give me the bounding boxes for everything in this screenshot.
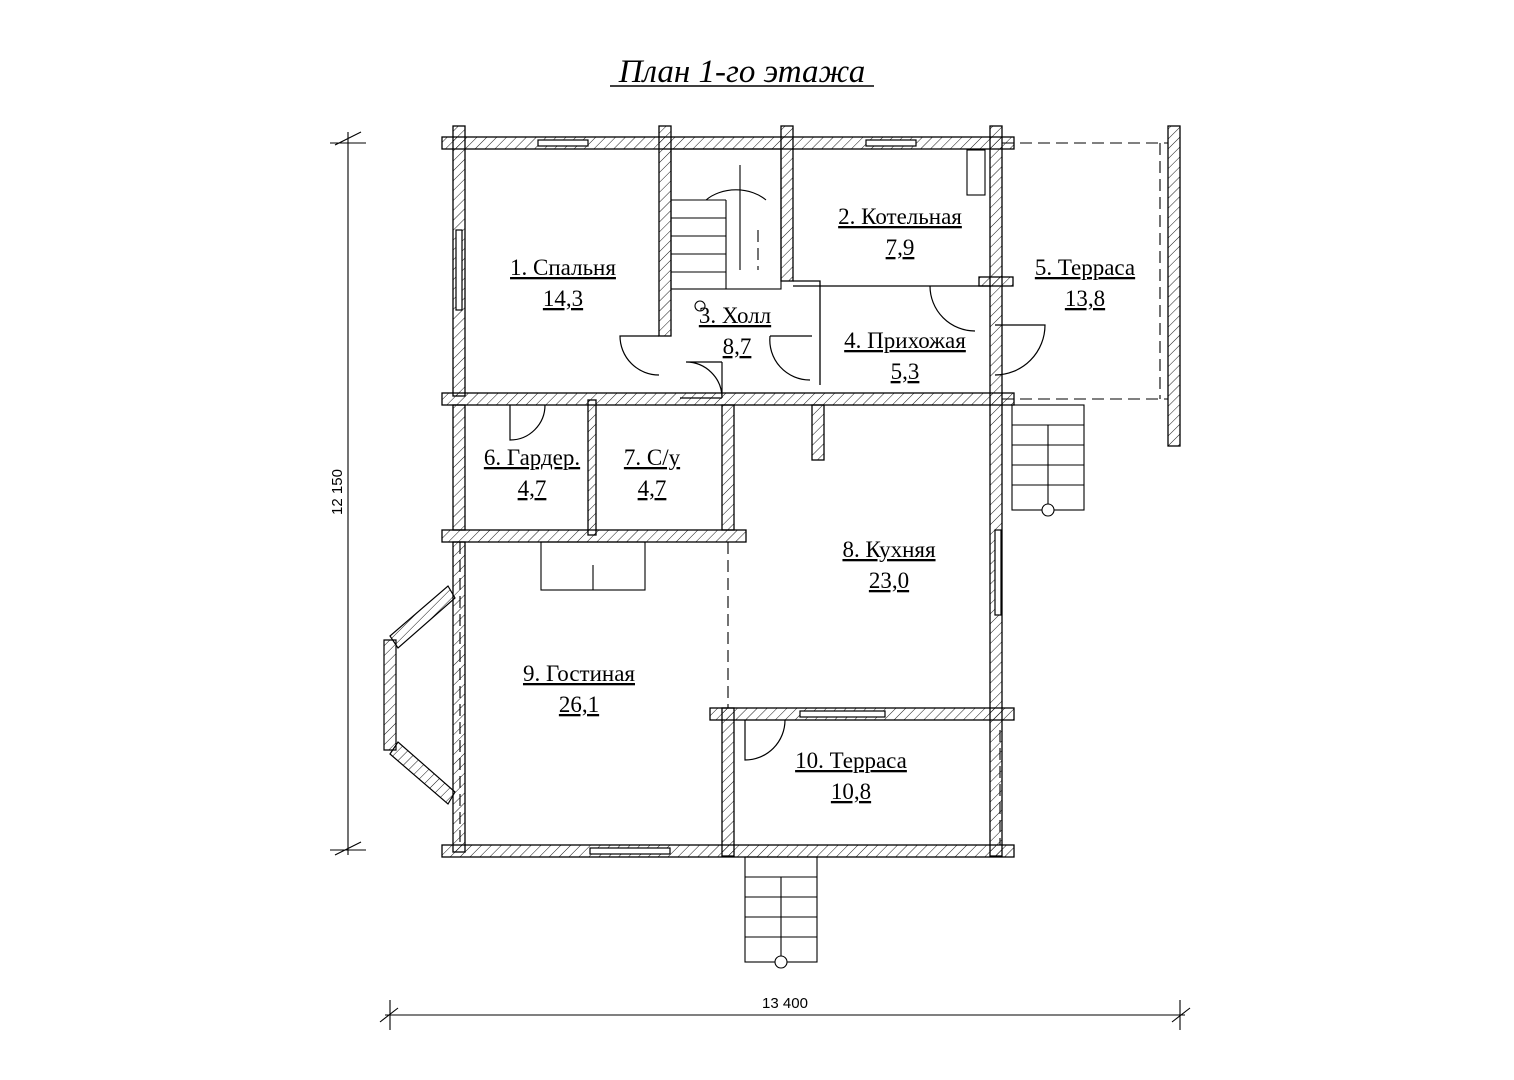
room-label-terrace-2: 10. Терраса <box>795 748 907 773</box>
thin-walls <box>680 280 990 399</box>
room-labels: 1. Спальня 14,3 2. Котельная 7,9 3. Холл… <box>484 204 1135 804</box>
room-area-terrace-2: 10,8 <box>831 779 871 804</box>
room-label-boiler-room: 2. Котельная <box>838 204 962 229</box>
plan-title: План 1-го этажа <box>618 54 865 90</box>
room-area-hall: 8,7 <box>723 334 752 359</box>
room-area-boiler-room: 7,9 <box>886 235 915 260</box>
fixtures <box>540 149 986 591</box>
dashed-lines <box>459 142 1168 845</box>
room-label-terrace-1: 5. Терраса <box>1035 255 1135 280</box>
room-label-kitchen: 8. Кухняя <box>842 537 935 562</box>
room-label-living-room: 9. Гостиная <box>523 661 635 686</box>
room-label-entrance: 4. Прихожая <box>844 328 966 353</box>
room-label-bathroom: 7. С/у <box>624 445 681 470</box>
room-area-wardrobe: 4,7 <box>518 476 547 501</box>
doors <box>509 285 1046 761</box>
windows <box>455 139 1002 855</box>
bay-window <box>383 585 456 805</box>
room-area-kitchen: 23,0 <box>869 568 909 593</box>
room-area-terrace-1: 13,8 <box>1065 286 1105 311</box>
room-label-wardrobe: 6. Гардер. <box>484 445 580 470</box>
room-area-living-room: 26,1 <box>559 692 599 717</box>
room-label-hall: 3. Холл <box>699 303 771 328</box>
room-label-bedroom: 1. Спальня <box>510 255 616 280</box>
room-area-entrance: 5,3 <box>891 359 920 384</box>
dimension-lines <box>330 131 1191 1030</box>
staircase <box>670 148 1085 969</box>
dimension-height: 12 150 <box>329 469 346 515</box>
room-area-bathroom: 4,7 <box>638 476 667 501</box>
room-area-bedroom: 14,3 <box>543 286 583 311</box>
walls <box>441 125 1181 858</box>
dimension-width: 13 400 <box>762 995 808 1012</box>
